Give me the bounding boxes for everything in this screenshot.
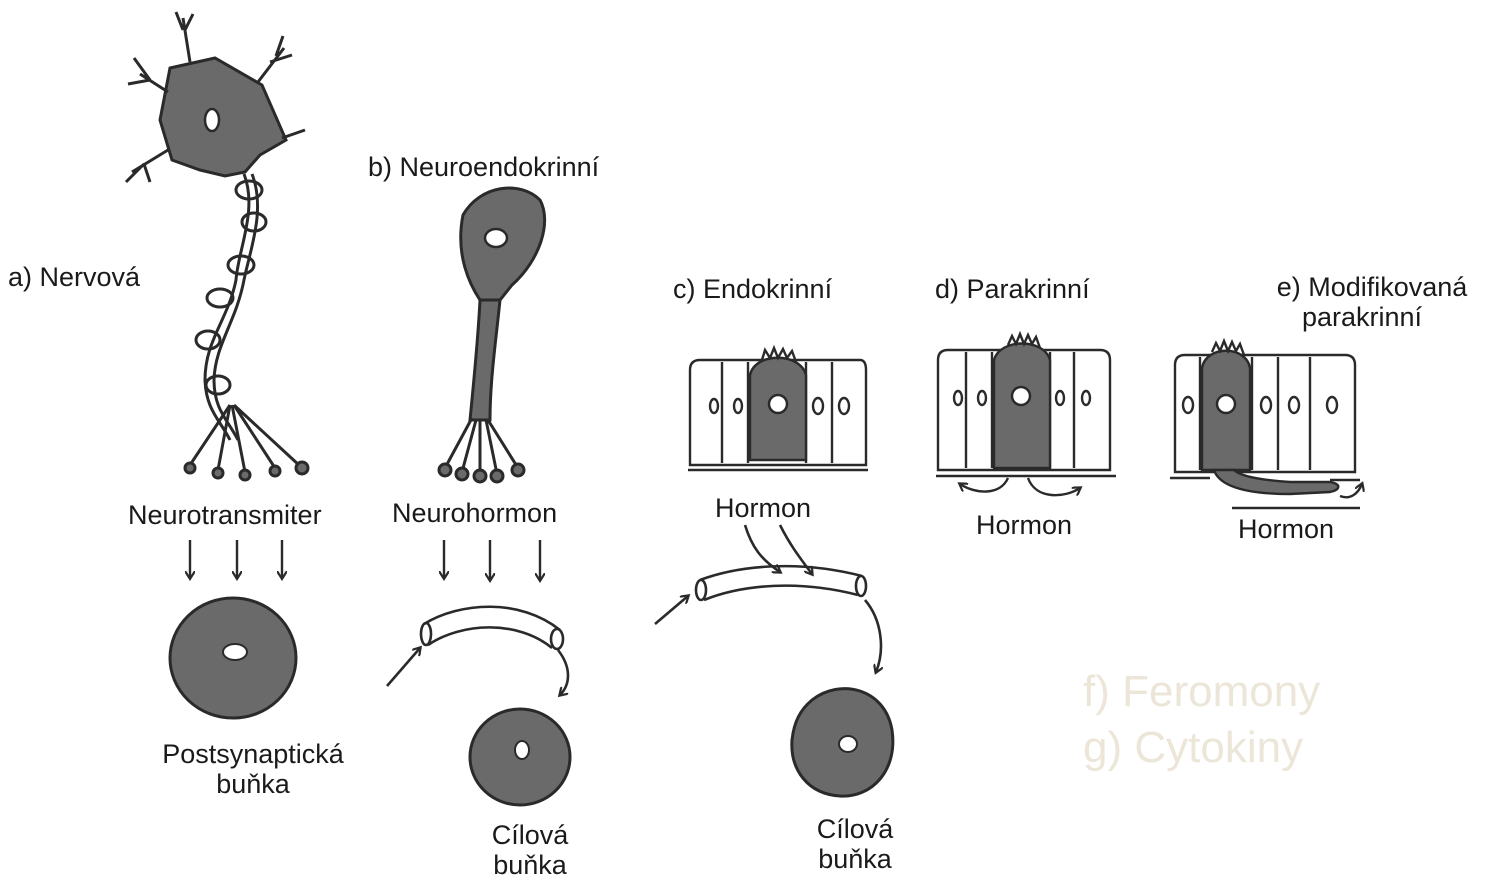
neuron-a-nucleus bbox=[205, 109, 219, 131]
blood-vessel-b bbox=[387, 607, 568, 695]
label-e-line2: parakrinní bbox=[1242, 302, 1482, 332]
modified-paracrine-arrow bbox=[1340, 484, 1362, 497]
label-e-line1: e) Modifikovaná bbox=[1262, 272, 1482, 302]
epithelium-e bbox=[1170, 341, 1360, 508]
label-hormon-d: Hormon bbox=[976, 510, 1072, 540]
label-c-endokrinni: c) Endokrinní bbox=[673, 274, 832, 304]
paracrine-arrows bbox=[960, 478, 1080, 495]
label-neurotransmiter: Neurotransmiter bbox=[128, 500, 322, 530]
blood-vessel-c bbox=[655, 525, 881, 672]
cilova-c-line1: Cílová bbox=[795, 814, 915, 844]
epithelium-d-paracrine-nucleus bbox=[1012, 387, 1030, 405]
label-cytokiny: g) Cytokiny bbox=[1083, 720, 1303, 776]
label-d-parakrinni: d) Parakrinní bbox=[935, 274, 1090, 304]
cilova-b-line2: buňka bbox=[470, 850, 590, 880]
neuron-a bbox=[126, 12, 308, 480]
label-e-modifikovana: e) Modifikovaná parakrinní bbox=[1262, 272, 1482, 332]
epithelium-d bbox=[936, 334, 1116, 476]
label-postsynapticka-bunka: Postsynaptická buňka bbox=[140, 739, 366, 799]
postsynapticka-line1: Postsynaptická bbox=[140, 739, 366, 769]
label-neurohormon: Neurohormon bbox=[392, 498, 557, 528]
postsynapticka-line2: buňka bbox=[140, 769, 366, 799]
label-feromony: f) Feromony bbox=[1083, 664, 1320, 720]
label-b-neuroendokrinni: b) Neuroendokrinní bbox=[368, 152, 599, 182]
cilova-b-line1: Cílová bbox=[470, 820, 590, 850]
cilova-c-line2: buňka bbox=[795, 844, 915, 874]
cilova-c-nucleus bbox=[839, 736, 857, 752]
label-cilova-bunka-c: Cílová buňka bbox=[795, 814, 915, 874]
epithelium-e-cell-nucleus bbox=[1217, 395, 1235, 413]
postsynapticka-nucleus bbox=[223, 644, 247, 660]
label-a-nervova: a) Nervová bbox=[8, 262, 140, 292]
epithelium-c-endocrine-nucleus bbox=[769, 395, 787, 413]
neurohormon-arrows bbox=[444, 540, 540, 580]
label-cilova-bunka-b: Cílová buňka bbox=[470, 820, 590, 880]
cilova-b-nucleus bbox=[515, 741, 529, 759]
neuroendocrine-nucleus bbox=[485, 229, 507, 247]
label-hormon-e: Hormon bbox=[1238, 514, 1334, 544]
neurotransmiter-arrows bbox=[190, 540, 282, 578]
label-hormon-c: Hormon bbox=[715, 493, 811, 523]
